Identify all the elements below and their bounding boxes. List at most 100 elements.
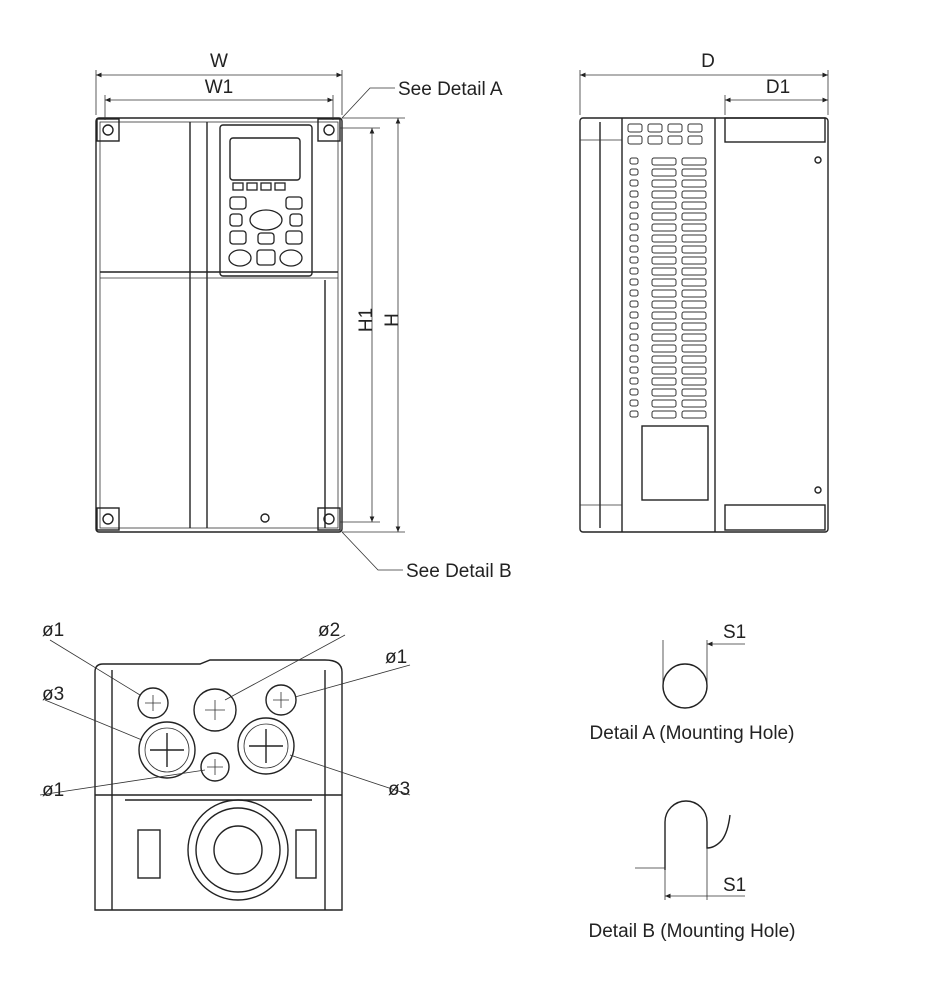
vent-slot: [651, 157, 677, 166]
vent-slot: [651, 212, 677, 221]
vent-slot: [667, 135, 683, 145]
vent-slot: [681, 234, 707, 243]
vent-slot: [681, 190, 707, 199]
s1-label: S1: [723, 875, 746, 896]
vent-slot: [627, 135, 643, 145]
vent-slot: [629, 201, 639, 209]
vent-slot: [681, 410, 707, 419]
vent-slot: [629, 388, 639, 396]
vent-slot: [681, 289, 707, 298]
vent-slot: [681, 212, 707, 221]
keypad: [219, 124, 313, 277]
vent-slot: [651, 223, 677, 232]
vent-slot: [651, 344, 677, 353]
vent-slot: [681, 201, 707, 210]
vent-slot: [651, 377, 677, 386]
width1-label: W1: [205, 77, 234, 98]
vent-slot: [681, 223, 707, 232]
vent-slot: [651, 300, 677, 309]
vent-slot: [681, 157, 707, 166]
vent-slot: [629, 190, 639, 198]
detail-a: S1 Detail A (Mounting Hole): [590, 622, 795, 744]
vent-slot: [681, 377, 707, 386]
vent-slot: [681, 179, 707, 188]
front-view: W W1 H1 H See Detail A See Detail B: [95, 51, 512, 582]
vent-slot: [651, 190, 677, 199]
detail-b: S1 Detail B (Mounting Hole): [589, 800, 795, 942]
vent-slot: [629, 410, 639, 418]
vent-slot: [629, 223, 639, 231]
vent-slot: [651, 388, 677, 397]
vent-slot: [629, 256, 639, 264]
detail-a-caption: Detail A (Mounting Hole): [590, 723, 795, 744]
vent-slot: [651, 267, 677, 276]
vent-slot: [651, 168, 677, 177]
depth1-label: D1: [766, 77, 790, 98]
vent-slot: [651, 234, 677, 243]
vent-slot: [681, 278, 707, 287]
vent-slot: [647, 135, 663, 145]
hole-label: ø3: [388, 779, 410, 800]
vent-slot: [629, 322, 639, 330]
height1-label: H1: [356, 308, 377, 332]
vent-slot: [651, 289, 677, 298]
vent-slot: [651, 399, 677, 408]
vent-slots: [627, 123, 707, 419]
vent-slot: [651, 355, 677, 364]
vent-slot: [667, 123, 683, 133]
vent-slot: [681, 300, 707, 309]
depth-label: D: [701, 51, 715, 72]
side-view: D D1: [579, 51, 829, 533]
vent-slot: [629, 366, 639, 374]
vent-slot: [651, 245, 677, 254]
width-label: W: [210, 51, 228, 72]
vent-slot: [681, 355, 707, 364]
vent-slot: [651, 333, 677, 342]
vent-slot: [681, 245, 707, 254]
s1-label: S1: [723, 622, 746, 643]
vent-slot: [681, 366, 707, 375]
vent-slot: [629, 212, 639, 220]
hole-label: ø1: [42, 620, 64, 641]
see-detail-a: See Detail A: [398, 79, 503, 100]
vent-slot: [651, 256, 677, 265]
mounting-holes: [96, 118, 341, 531]
vent-slot: [651, 278, 677, 287]
hole-label: ø3: [42, 684, 64, 705]
hole-label: ø2: [318, 620, 340, 641]
lcd-display: [229, 137, 301, 181]
vent-slot: [629, 168, 639, 176]
vent-slot: [681, 388, 707, 397]
hole-label: ø1: [42, 780, 64, 801]
bottom-view: ø1 ø2 ø1 ø3 ø1 ø3: [39, 620, 410, 911]
vent-slot: [629, 278, 639, 286]
vent-slot: [629, 157, 639, 165]
vent-slot: [629, 300, 639, 308]
vent-slot: [651, 179, 677, 188]
vent-slot: [629, 344, 639, 352]
vent-slot: [681, 311, 707, 320]
vent-slot: [681, 344, 707, 353]
vent-slot: [651, 366, 677, 375]
height-label: H: [382, 313, 403, 327]
vent-slot: [629, 377, 639, 385]
vent-slot: [681, 168, 707, 177]
vent-slot: [651, 410, 677, 419]
vent-slot: [629, 234, 639, 242]
vent-slot: [629, 267, 639, 275]
vent-slot: [651, 311, 677, 320]
hole-label: ø1: [385, 647, 407, 668]
knockout-holes: [137, 684, 297, 782]
vent-slot: [651, 201, 677, 210]
keypad-buttons: [228, 182, 303, 267]
vent-slot: [629, 245, 639, 253]
vent-slot: [629, 179, 639, 187]
vent-slot: [681, 256, 707, 265]
vent-slot: [647, 123, 663, 133]
see-detail-b: See Detail B: [406, 561, 512, 582]
vent-slot: [681, 322, 707, 331]
vent-slot: [629, 289, 639, 297]
vent-slot: [687, 135, 703, 145]
vent-slot: [629, 355, 639, 363]
